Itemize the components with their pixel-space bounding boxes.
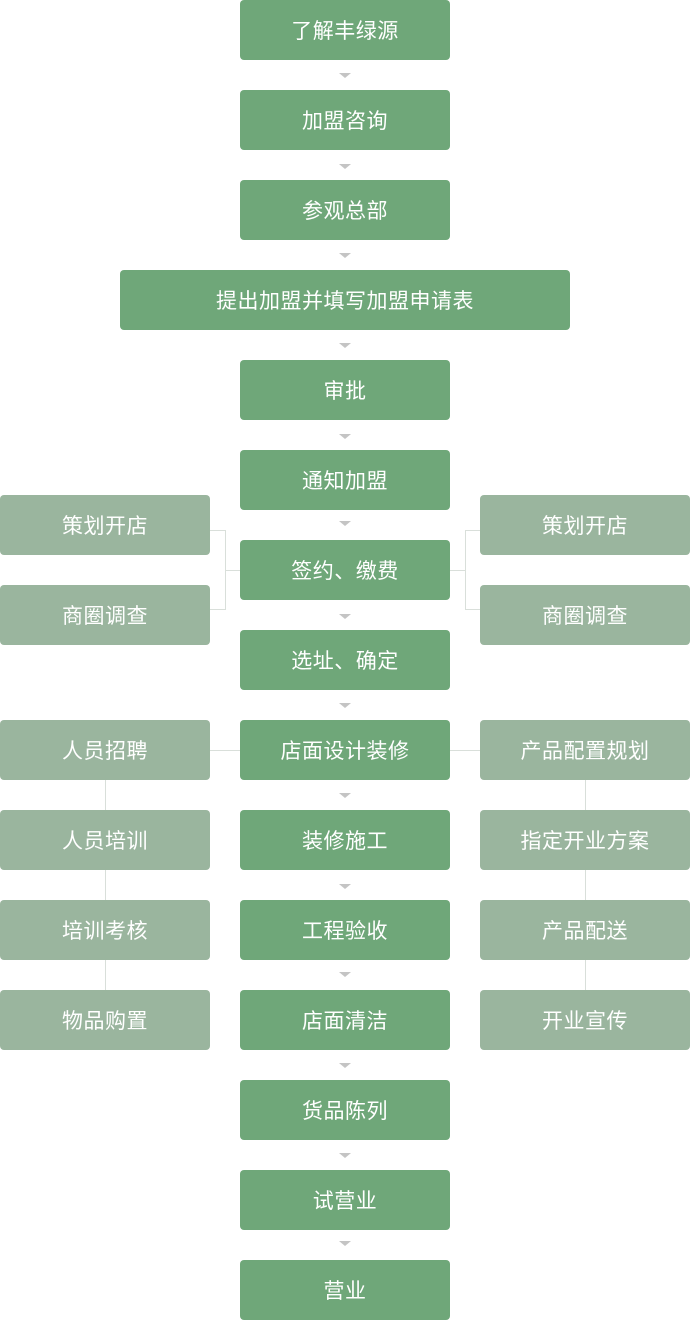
connector-line [225,570,240,571]
sign-left-plan-store: 策划开店 [0,495,210,555]
connector-line [585,780,586,990]
flow-arrow-icon [339,972,351,977]
connector-line [450,750,480,751]
flow-arrow-icon [339,1241,351,1246]
design-left-training: 人员培训 [0,810,210,870]
flow-step-construction: 装修施工 [240,810,450,870]
flow-step-cleaning: 店面清洁 [240,990,450,1050]
flow-step-display: 货品陈列 [240,1080,450,1140]
connector-line [210,609,226,610]
flow-step-acceptance: 工程验收 [240,900,450,960]
flow-arrow-icon [339,884,351,889]
sign-right-plan-store: 策划开店 [480,495,690,555]
connector-line [450,570,466,571]
design-left-purchase: 物品购置 [0,990,210,1050]
connector-line [210,750,240,751]
connector-line [465,530,480,531]
design-left-recruit: 人员招聘 [0,720,210,780]
sign-right-market-survey: 商圈调查 [480,585,690,645]
flow-arrow-icon [339,73,351,78]
flow-arrow-icon [339,1153,351,1158]
flow-step-notify: 通知加盟 [240,450,450,510]
design-right-opening-plan: 指定开业方案 [480,810,690,870]
flow-arrow-icon [339,253,351,258]
flow-arrow-icon [339,521,351,526]
flow-step-visit-hq: 参观总部 [240,180,450,240]
design-left-assessment: 培训考核 [0,900,210,960]
flow-step-learn: 了解丰绿源 [240,0,450,60]
flow-step-review: 审批 [240,360,450,420]
flow-arrow-icon [339,164,351,169]
flow-step-open: 营业 [240,1260,450,1320]
connector-line [210,530,226,531]
design-right-product-plan: 产品配置规划 [480,720,690,780]
flow-arrow-icon [339,703,351,708]
flow-step-site: 选址、确定 [240,630,450,690]
design-right-delivery: 产品配送 [480,900,690,960]
design-right-promotion: 开业宣传 [480,990,690,1050]
sign-left-market-survey: 商圈调查 [0,585,210,645]
flow-arrow-icon [339,793,351,798]
flow-arrow-icon [339,434,351,439]
flow-step-consult: 加盟咨询 [240,90,450,150]
flow-arrow-icon [339,1063,351,1068]
flow-step-trial: 试营业 [240,1170,450,1230]
flow-step-apply: 提出加盟并填写加盟申请表 [120,270,570,330]
flow-step-sign: 签约、缴费 [240,540,450,600]
flow-arrow-icon [339,343,351,348]
connector-line [105,780,106,990]
flow-arrow-icon [339,614,351,619]
connector-line [465,609,480,610]
flow-step-design: 店面设计装修 [240,720,450,780]
